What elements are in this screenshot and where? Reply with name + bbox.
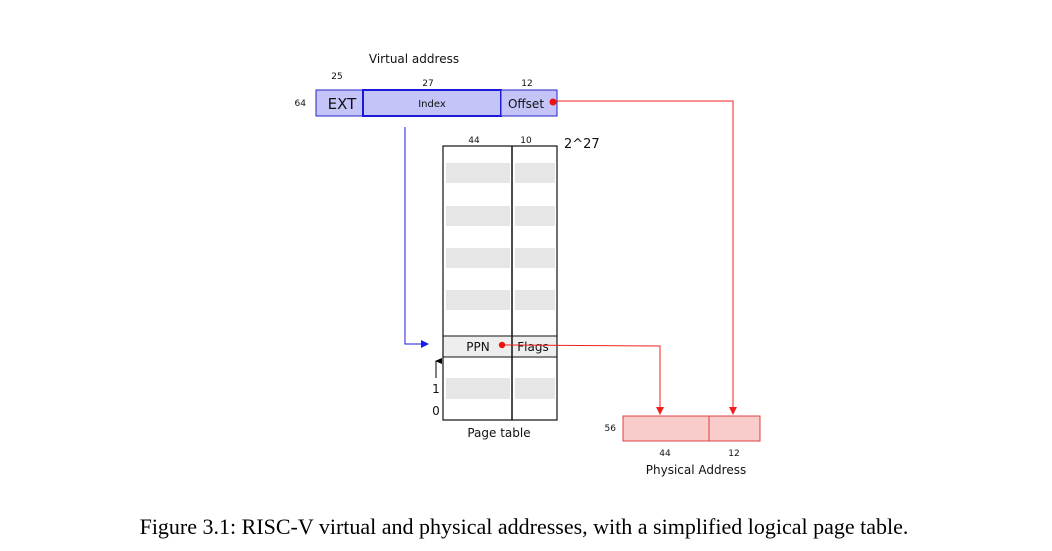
index-label: Index [418, 99, 446, 110]
physical-address-title: Physical Address [646, 463, 746, 477]
ppn-bits-label: 44 [468, 136, 480, 146]
offset-arrow-origin [549, 98, 557, 106]
physical-offset-bits-label: 12 [728, 449, 739, 459]
row-zero-label: 0 [432, 404, 440, 418]
ext-field [315, 89, 364, 117]
ext-label: EXT [328, 95, 357, 113]
index-field [362, 89, 502, 117]
physical-offset-field [708, 415, 761, 442]
physical-total-bits-label: 56 [605, 424, 617, 434]
shaded-row [446, 206, 510, 226]
shaded-row [515, 290, 555, 310]
shaded-row [515, 378, 555, 399]
page-table-shaded-rows [446, 163, 555, 399]
index-to-page-table-arrow [404, 127, 429, 348]
offset-label: Offset [508, 97, 544, 111]
virtual-address-title: Virtual address [369, 52, 459, 66]
page-table-outline [442, 145, 558, 421]
index-bits-label: 27 [422, 79, 433, 89]
physical-ppn-field [622, 415, 710, 442]
shaded-row [515, 163, 555, 183]
flags-label: Flags [517, 340, 548, 354]
shaded-row [446, 378, 510, 399]
virtual-total-bits-label: 64 [295, 99, 307, 109]
physical-ppn-bits-label: 44 [659, 449, 671, 459]
ppn-label: PPN [466, 340, 489, 354]
flags-bits-label: 10 [520, 136, 532, 146]
shaded-row [515, 248, 555, 268]
page-table-title: Page table [467, 426, 530, 440]
shaded-row [515, 206, 555, 226]
ext-bits-label: 25 [331, 72, 342, 82]
figure-caption: Figure 3.1: RISC-V virtual and physical … [140, 514, 909, 539]
shaded-row [446, 163, 510, 183]
row-one-label: 1 [432, 382, 440, 396]
ppn-to-physical-arrow [501, 344, 664, 415]
entries-count-label: 2^27 [564, 137, 600, 152]
offset-field [500, 89, 558, 117]
shaded-row [446, 290, 510, 310]
shaded-row [446, 248, 510, 268]
offset-to-physical-arrow [553, 100, 737, 415]
offset-bits-label: 12 [521, 79, 532, 89]
ppn-arrow-origin [498, 341, 506, 349]
